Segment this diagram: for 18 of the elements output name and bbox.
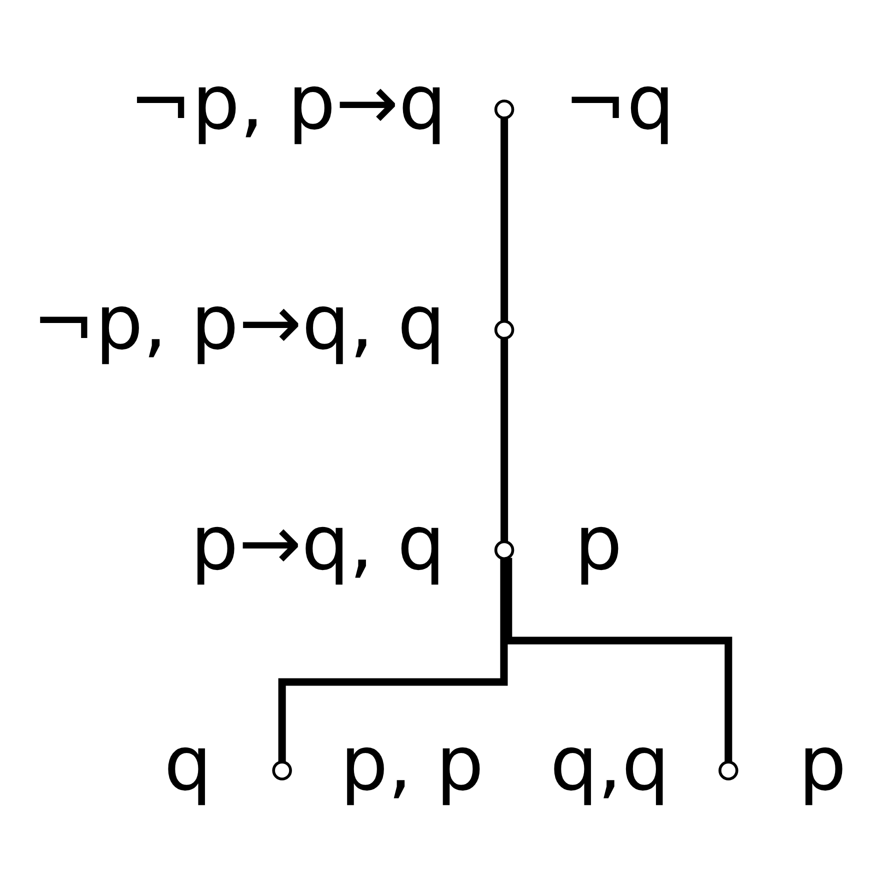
connector (500, 118, 508, 321)
node-circle (494, 99, 514, 119)
node-label: p (574, 498, 622, 586)
node-label: ¬p, p→q, q (32, 278, 446, 366)
node-label: ¬q (564, 58, 675, 146)
node-label: p (798, 718, 846, 807)
node-label: p→q, q (190, 498, 446, 586)
node-label: ¬p, p→q (128, 58, 446, 146)
node-circle (718, 760, 738, 780)
node-label: q (164, 718, 212, 807)
node-label: p, p (340, 718, 484, 807)
connector (500, 338, 508, 541)
node-circle (272, 760, 292, 780)
node-circle (494, 540, 514, 560)
connector (504, 557, 732, 762)
node-label: q,q (550, 718, 670, 807)
connector (278, 558, 508, 762)
node-circle (494, 319, 514, 340)
